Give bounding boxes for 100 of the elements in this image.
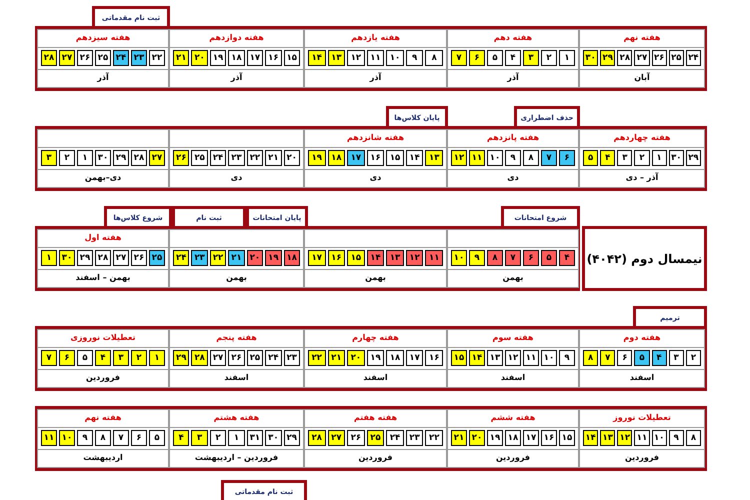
day-cell: ۵ bbox=[77, 350, 93, 366]
day-cell: ۱۴ bbox=[469, 350, 485, 366]
day-cell: ۲۵ bbox=[366, 430, 384, 446]
day-cell: ۲۹ bbox=[77, 250, 93, 266]
day-cell: ۴ bbox=[559, 250, 575, 266]
day-cell: ۳۱ bbox=[246, 430, 264, 446]
week-heading: هفته شانزدهم bbox=[346, 133, 405, 144]
week-heading: هفته هفتم bbox=[352, 413, 398, 424]
day-cell: ۱۶ bbox=[425, 350, 443, 366]
day-cell: ۲۳ bbox=[191, 250, 208, 266]
day-cell: ۷ bbox=[600, 350, 616, 366]
month-label: آبان bbox=[633, 73, 651, 84]
day-cell: ۲۸ bbox=[191, 350, 208, 366]
day-cell: ۱۶ bbox=[328, 250, 346, 266]
day-cell: ۳۰ bbox=[668, 150, 684, 166]
day-cell: ۱ bbox=[77, 150, 93, 166]
day-cell: ۴ bbox=[173, 430, 190, 446]
day-cell: ۱۴ bbox=[406, 150, 424, 166]
day-cell: ۱۴ bbox=[366, 250, 384, 266]
day-cell: ۲۶ bbox=[228, 350, 245, 366]
day-cell: ۱۵ bbox=[451, 350, 467, 366]
semester-title: نیمسال دوم (۴۰۴۲) bbox=[582, 226, 707, 291]
week-block bbox=[37, 29, 169, 88]
day-cell: ۹ bbox=[406, 50, 424, 66]
month-label: بهمن bbox=[502, 273, 524, 284]
day-cell: ۱۰ bbox=[451, 250, 467, 266]
day-cell: ۹ bbox=[559, 350, 575, 366]
week-block bbox=[447, 129, 579, 188]
day-cell: ۲ bbox=[131, 350, 147, 366]
day-cell: ۲۸ bbox=[617, 50, 632, 66]
day-cell: ۲۴ bbox=[265, 350, 282, 366]
week-heading: هفته نهم bbox=[622, 33, 662, 44]
day-cell: ۱۱ bbox=[469, 150, 485, 166]
day-cell: ۹ bbox=[77, 430, 93, 446]
day-cell: ۲۱ bbox=[265, 150, 282, 166]
day-cell: ۱۰ bbox=[386, 50, 404, 66]
month-label: آذر bbox=[506, 73, 520, 84]
day-cell: ۲ bbox=[634, 150, 650, 166]
day-cell: ۹ bbox=[469, 250, 485, 266]
month-label: بهمن bbox=[225, 273, 248, 284]
day-cell: ۱۱ bbox=[41, 430, 57, 446]
month-label: آذر bbox=[229, 73, 244, 84]
day-cell: ۱ bbox=[41, 250, 57, 266]
day-cell: ۲ bbox=[686, 350, 701, 366]
day-cell: ۱۲ bbox=[617, 430, 632, 446]
calendar-row-frame bbox=[35, 406, 707, 471]
week-block bbox=[579, 29, 705, 88]
day-cell: ۳ bbox=[617, 150, 632, 166]
week-block bbox=[447, 409, 579, 468]
month-label: دی bbox=[230, 173, 244, 184]
day-cell: ۲۶ bbox=[77, 50, 93, 66]
day-cell: ۲۱ bbox=[228, 250, 245, 266]
day-cell: ۶ bbox=[559, 150, 575, 166]
day-cell: ۲۷ bbox=[113, 250, 129, 266]
day-cell: ۷ bbox=[505, 250, 521, 266]
day-cell: ۱۳ bbox=[600, 430, 616, 446]
day-cell: ۱۲ bbox=[505, 350, 521, 366]
month-label: دی–بهمن bbox=[84, 173, 122, 184]
day-cell: ۵ bbox=[634, 350, 650, 366]
day-cell: ۱۶ bbox=[366, 150, 384, 166]
week-heading: هفته نهم bbox=[84, 413, 122, 424]
day-cell: ۲۳ bbox=[284, 350, 300, 366]
week-heading: هفته چهارم bbox=[351, 333, 400, 344]
day-cell: ۳۰ bbox=[95, 150, 111, 166]
day-cell: ۱۹ bbox=[210, 50, 226, 66]
calendar-row-frame bbox=[35, 226, 580, 291]
day-cell: ۱۶ bbox=[541, 430, 557, 446]
day-cell: ۲۴ bbox=[386, 430, 404, 446]
day-cell: ۲۵ bbox=[95, 50, 111, 66]
day-cell: ۳ bbox=[41, 150, 57, 166]
day-cell: ۱۳ bbox=[386, 250, 404, 266]
day-cell: ۲۹ bbox=[284, 430, 300, 446]
day-cell: ۱۵ bbox=[386, 150, 404, 166]
month-label: دی bbox=[506, 173, 520, 184]
day-cell: ۲۰ bbox=[246, 250, 264, 266]
day-cell: ۹ bbox=[668, 430, 684, 446]
day-cell: ۱۲ bbox=[406, 250, 424, 266]
month-label: بهمن bbox=[364, 273, 387, 284]
week-heading: هفته ششم bbox=[490, 413, 536, 424]
day-cell: ۱۹ bbox=[308, 150, 326, 166]
week-block bbox=[37, 409, 169, 468]
day-cell: ۱۸ bbox=[505, 430, 521, 446]
day-cell: ۱ bbox=[228, 430, 245, 446]
week-block bbox=[579, 129, 705, 188]
day-cell: ۲۰ bbox=[469, 430, 485, 446]
day-cell: ۷ bbox=[113, 430, 129, 446]
week-heading: هفته دوم bbox=[622, 333, 662, 344]
week-heading: هفته سوم bbox=[492, 333, 534, 344]
day-cell: ۳ bbox=[523, 50, 539, 66]
day-cell: ۸ bbox=[583, 350, 598, 366]
day-cell: ۱ bbox=[652, 150, 667, 166]
day-cell: ۱۸ bbox=[228, 50, 245, 66]
month-label: اسفند bbox=[362, 373, 389, 384]
day-cell: ۱۷ bbox=[308, 250, 326, 266]
day-cell: ۳۰ bbox=[59, 250, 75, 266]
day-cell: ۴ bbox=[505, 50, 521, 66]
day-cell: ۳ bbox=[668, 350, 684, 366]
day-cell: ۵ bbox=[583, 150, 598, 166]
day-cell: ۱۴ bbox=[308, 50, 326, 66]
day-cell: ۲۴ bbox=[210, 150, 226, 166]
